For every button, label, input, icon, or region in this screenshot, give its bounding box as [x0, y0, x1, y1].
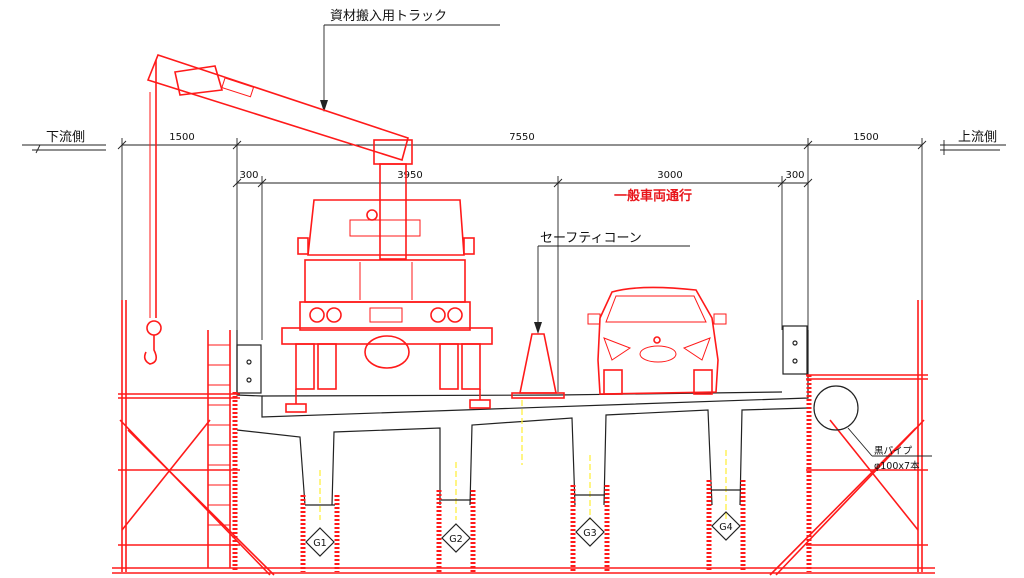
upstream-marker: 上流側 [940, 130, 1006, 155]
dim-left-overhang: 1500 [169, 132, 194, 143]
dim-right-lane: 3000 [657, 170, 682, 181]
girder-label-g3: G3 [583, 528, 596, 539]
girder-tag-g1: G1 [305, 527, 335, 557]
upstream-label: 上流側 [958, 130, 997, 145]
girder-label-g1: G1 [313, 538, 326, 549]
dim-right-overhang: 1500 [853, 132, 878, 143]
girder-tag-g4: G4 [711, 511, 741, 541]
dim-left-lane: 3950 [397, 170, 422, 181]
cone-label-leader [534, 245, 690, 334]
girder-centerlines [319, 400, 727, 520]
safety-cone [511, 333, 565, 399]
dim-total-width: 7550 [509, 132, 534, 143]
truck-label-leader [320, 24, 500, 112]
girder-bottom-plates [305, 489, 741, 506]
traffic-label: 一般車両通行 [614, 188, 692, 204]
black-pipe [813, 385, 932, 457]
dim-right-curb: 300 [785, 170, 804, 181]
downstream-label: 下流側 [46, 130, 85, 145]
dim-left-curb: 300 [239, 170, 258, 181]
girder-tag-g2: G2 [441, 523, 471, 553]
pipe-name-label: 黒パイプ [874, 446, 913, 457]
pipe-spec-label: φ100x7本 [874, 460, 920, 472]
cone-label: セーフティコーン [540, 231, 642, 246]
crane-truck [143, 54, 493, 413]
girder-flanges [232, 375, 812, 572]
girder-tag-g3: G3 [575, 517, 605, 547]
dimension-lines [117, 138, 927, 392]
scaffolding [112, 300, 935, 576]
bridge-deck [236, 325, 809, 506]
truck-label: 資材搬入用トラック [330, 9, 447, 24]
passenger-car [587, 286, 727, 395]
downstream-marker: 下流側 [22, 130, 106, 154]
girder-label-g4: G4 [719, 522, 732, 533]
girder-label-g2: G2 [449, 534, 462, 545]
